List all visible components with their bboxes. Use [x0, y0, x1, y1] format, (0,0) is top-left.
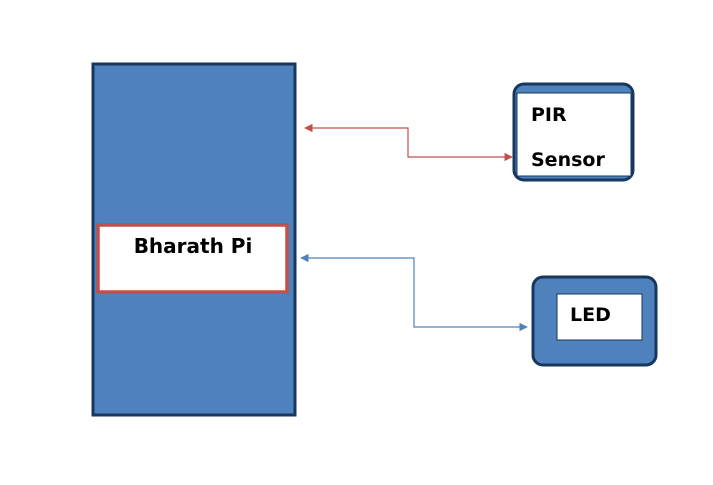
- led-connector: [300, 253, 528, 332]
- pir-sensor-label-line2: Sensor: [531, 149, 605, 171]
- pir-sensor-label-box: [516, 92, 632, 177]
- board-label: Bharath Pi: [134, 234, 253, 258]
- led-label: LED: [570, 304, 611, 326]
- pir-sensor-connector: [304, 123, 513, 162]
- pir-sensor-label-line1: PIR: [531, 104, 567, 126]
- board-label-box: [96, 223, 289, 294]
- led-label-box: [556, 293, 643, 341]
